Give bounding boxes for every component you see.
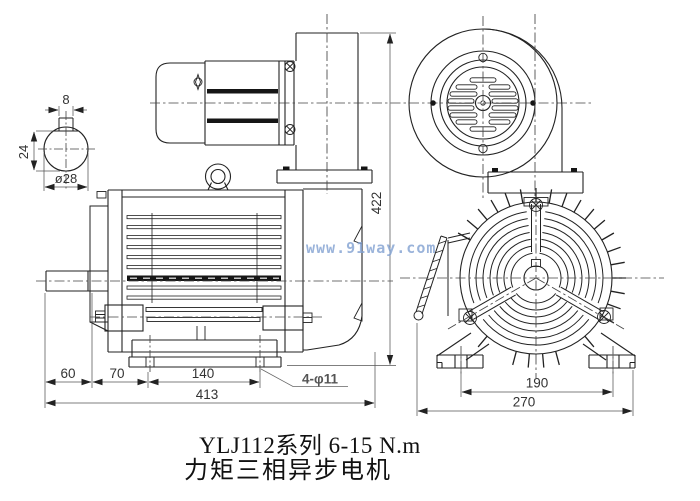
- mounting-feet: [128, 326, 282, 368]
- brake-release-lever: [413, 232, 471, 321]
- tie-rod-assembly: [95, 304, 313, 332]
- eye-bolt-icon: [204, 163, 232, 191]
- dim-foot-hole-span: 190: [526, 376, 549, 391]
- dim-shaft-to-foot: 70: [109, 366, 124, 381]
- dim-foot-width: 270: [513, 395, 536, 410]
- scroll-housing: [482, 28, 563, 172]
- drawing-title-line1: YLJ112系列 6-15 N.m: [199, 433, 421, 458]
- top-bolt: [96, 191, 107, 199]
- vent-grille: [447, 77, 519, 132]
- dim-overall-length: 413: [196, 387, 219, 402]
- output-shaft: [45, 270, 108, 292]
- blower-end-view: [408, 14, 584, 200]
- end-view-feet: [436, 332, 636, 369]
- dim-shaft-ext: 60: [60, 366, 75, 381]
- dim-foot-span: 140: [192, 366, 215, 381]
- drawing-title-line2: 力矩三相异步电机: [184, 458, 392, 484]
- dim-key-width-lines: [45, 106, 87, 116]
- dim-overall-height: 422: [369, 192, 384, 215]
- fan-cowl: [303, 188, 363, 351]
- blower-side-view: [150, 14, 592, 194]
- radial-fins: [457, 188, 626, 368]
- outlet-duct: [276, 32, 373, 184]
- watermark: www.91way.com: [306, 239, 437, 257]
- cooling-fins: [126, 213, 282, 303]
- label-foot-holes: 4-φ11: [302, 372, 338, 387]
- dimension-lines: [44, 32, 634, 416]
- motor-end-view: [400, 188, 664, 378]
- dim-key-width: 8: [62, 92, 69, 107]
- dim-shaft-dia: ø28: [55, 171, 77, 186]
- dim-shaft-flat-lines: [30, 130, 60, 172]
- clamp-clips: [284, 61, 296, 135]
- dim-shaft-dia-lines: [43, 153, 89, 191]
- cowl-louvers: [353, 225, 363, 322]
- motor-side-view: [36, 163, 393, 372]
- shaft-end-view: [30, 106, 95, 191]
- wing-bolt-icon: [193, 73, 203, 91]
- dim-shaft-flat: 24: [16, 145, 31, 159]
- center-fin-bar: [127, 275, 281, 281]
